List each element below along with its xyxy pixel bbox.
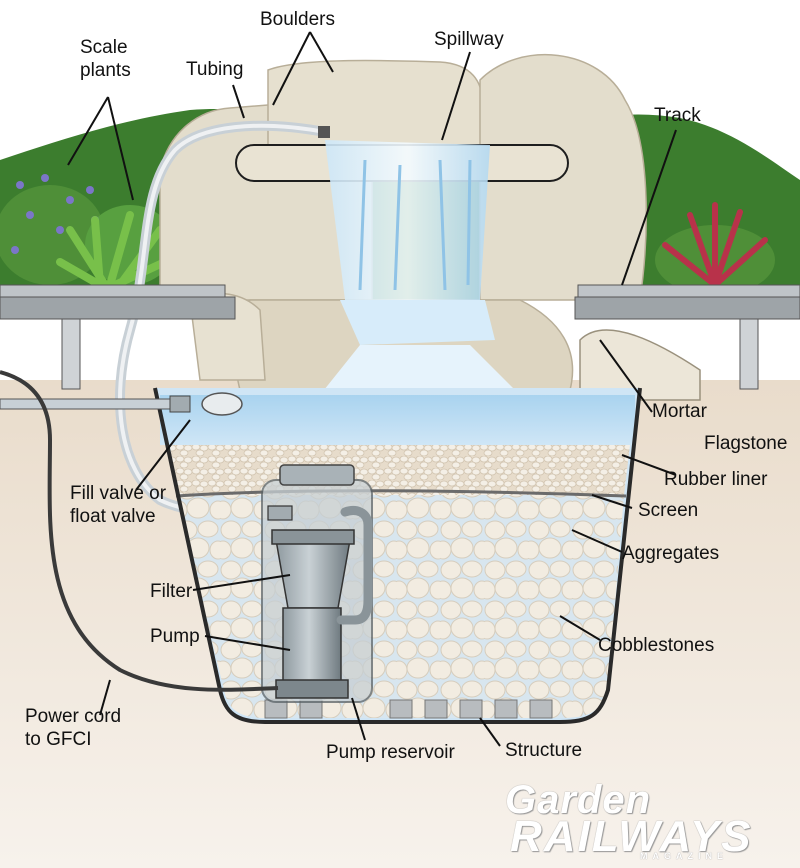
- track-left: [0, 284, 236, 390]
- cobblestones: [176, 495, 624, 718]
- pump: [282, 607, 342, 694]
- fill-valve-pipe: [0, 398, 181, 410]
- tubing-nozzle: [318, 126, 330, 138]
- label-power-cord: Power cord to GFCI: [25, 706, 122, 750]
- label-spillway: Spillway: [434, 29, 504, 50]
- logo-railways: RAILWAYS: [510, 812, 753, 861]
- structure: [264, 699, 553, 719]
- label-pump: Pump: [150, 626, 200, 647]
- label-boulders: Boulders: [260, 9, 335, 30]
- screen: [175, 489, 627, 498]
- label-rubber-liner: Rubber liner: [664, 469, 768, 490]
- rubber-liner: [153, 387, 642, 724]
- label-structure: Structure: [505, 740, 583, 761]
- label-track: Track: [654, 105, 701, 126]
- label-filter: Filter: [150, 581, 193, 602]
- label-pump-reservoir: Pump reservoir: [326, 742, 455, 763]
- label-tubing: Tubing: [186, 59, 244, 80]
- label-aggregates: Aggregates: [622, 543, 720, 564]
- label-cobblestones: Cobblestones: [598, 635, 715, 656]
- waterfall: [320, 140, 520, 395]
- label-screen: Screen: [638, 500, 699, 521]
- float-valve: [201, 392, 243, 416]
- power-cord: [0, 370, 279, 692]
- logo-magazine: MAGAZINE: [640, 851, 728, 861]
- label-scale-plants: Scale plants: [80, 37, 131, 81]
- scale-plant-right: [655, 202, 775, 295]
- label-fill-valve: Fill valve or float valve: [70, 483, 167, 527]
- aggregates: [170, 445, 630, 495]
- filter: [275, 539, 351, 609]
- label-mortar: Mortar: [652, 401, 707, 422]
- logo-garden: Garden: [505, 778, 652, 822]
- leader-lines: [67, 31, 677, 747]
- label-flagstone: Flagstone: [704, 433, 788, 454]
- track-right: [574, 284, 800, 390]
- mortar: [579, 329, 701, 401]
